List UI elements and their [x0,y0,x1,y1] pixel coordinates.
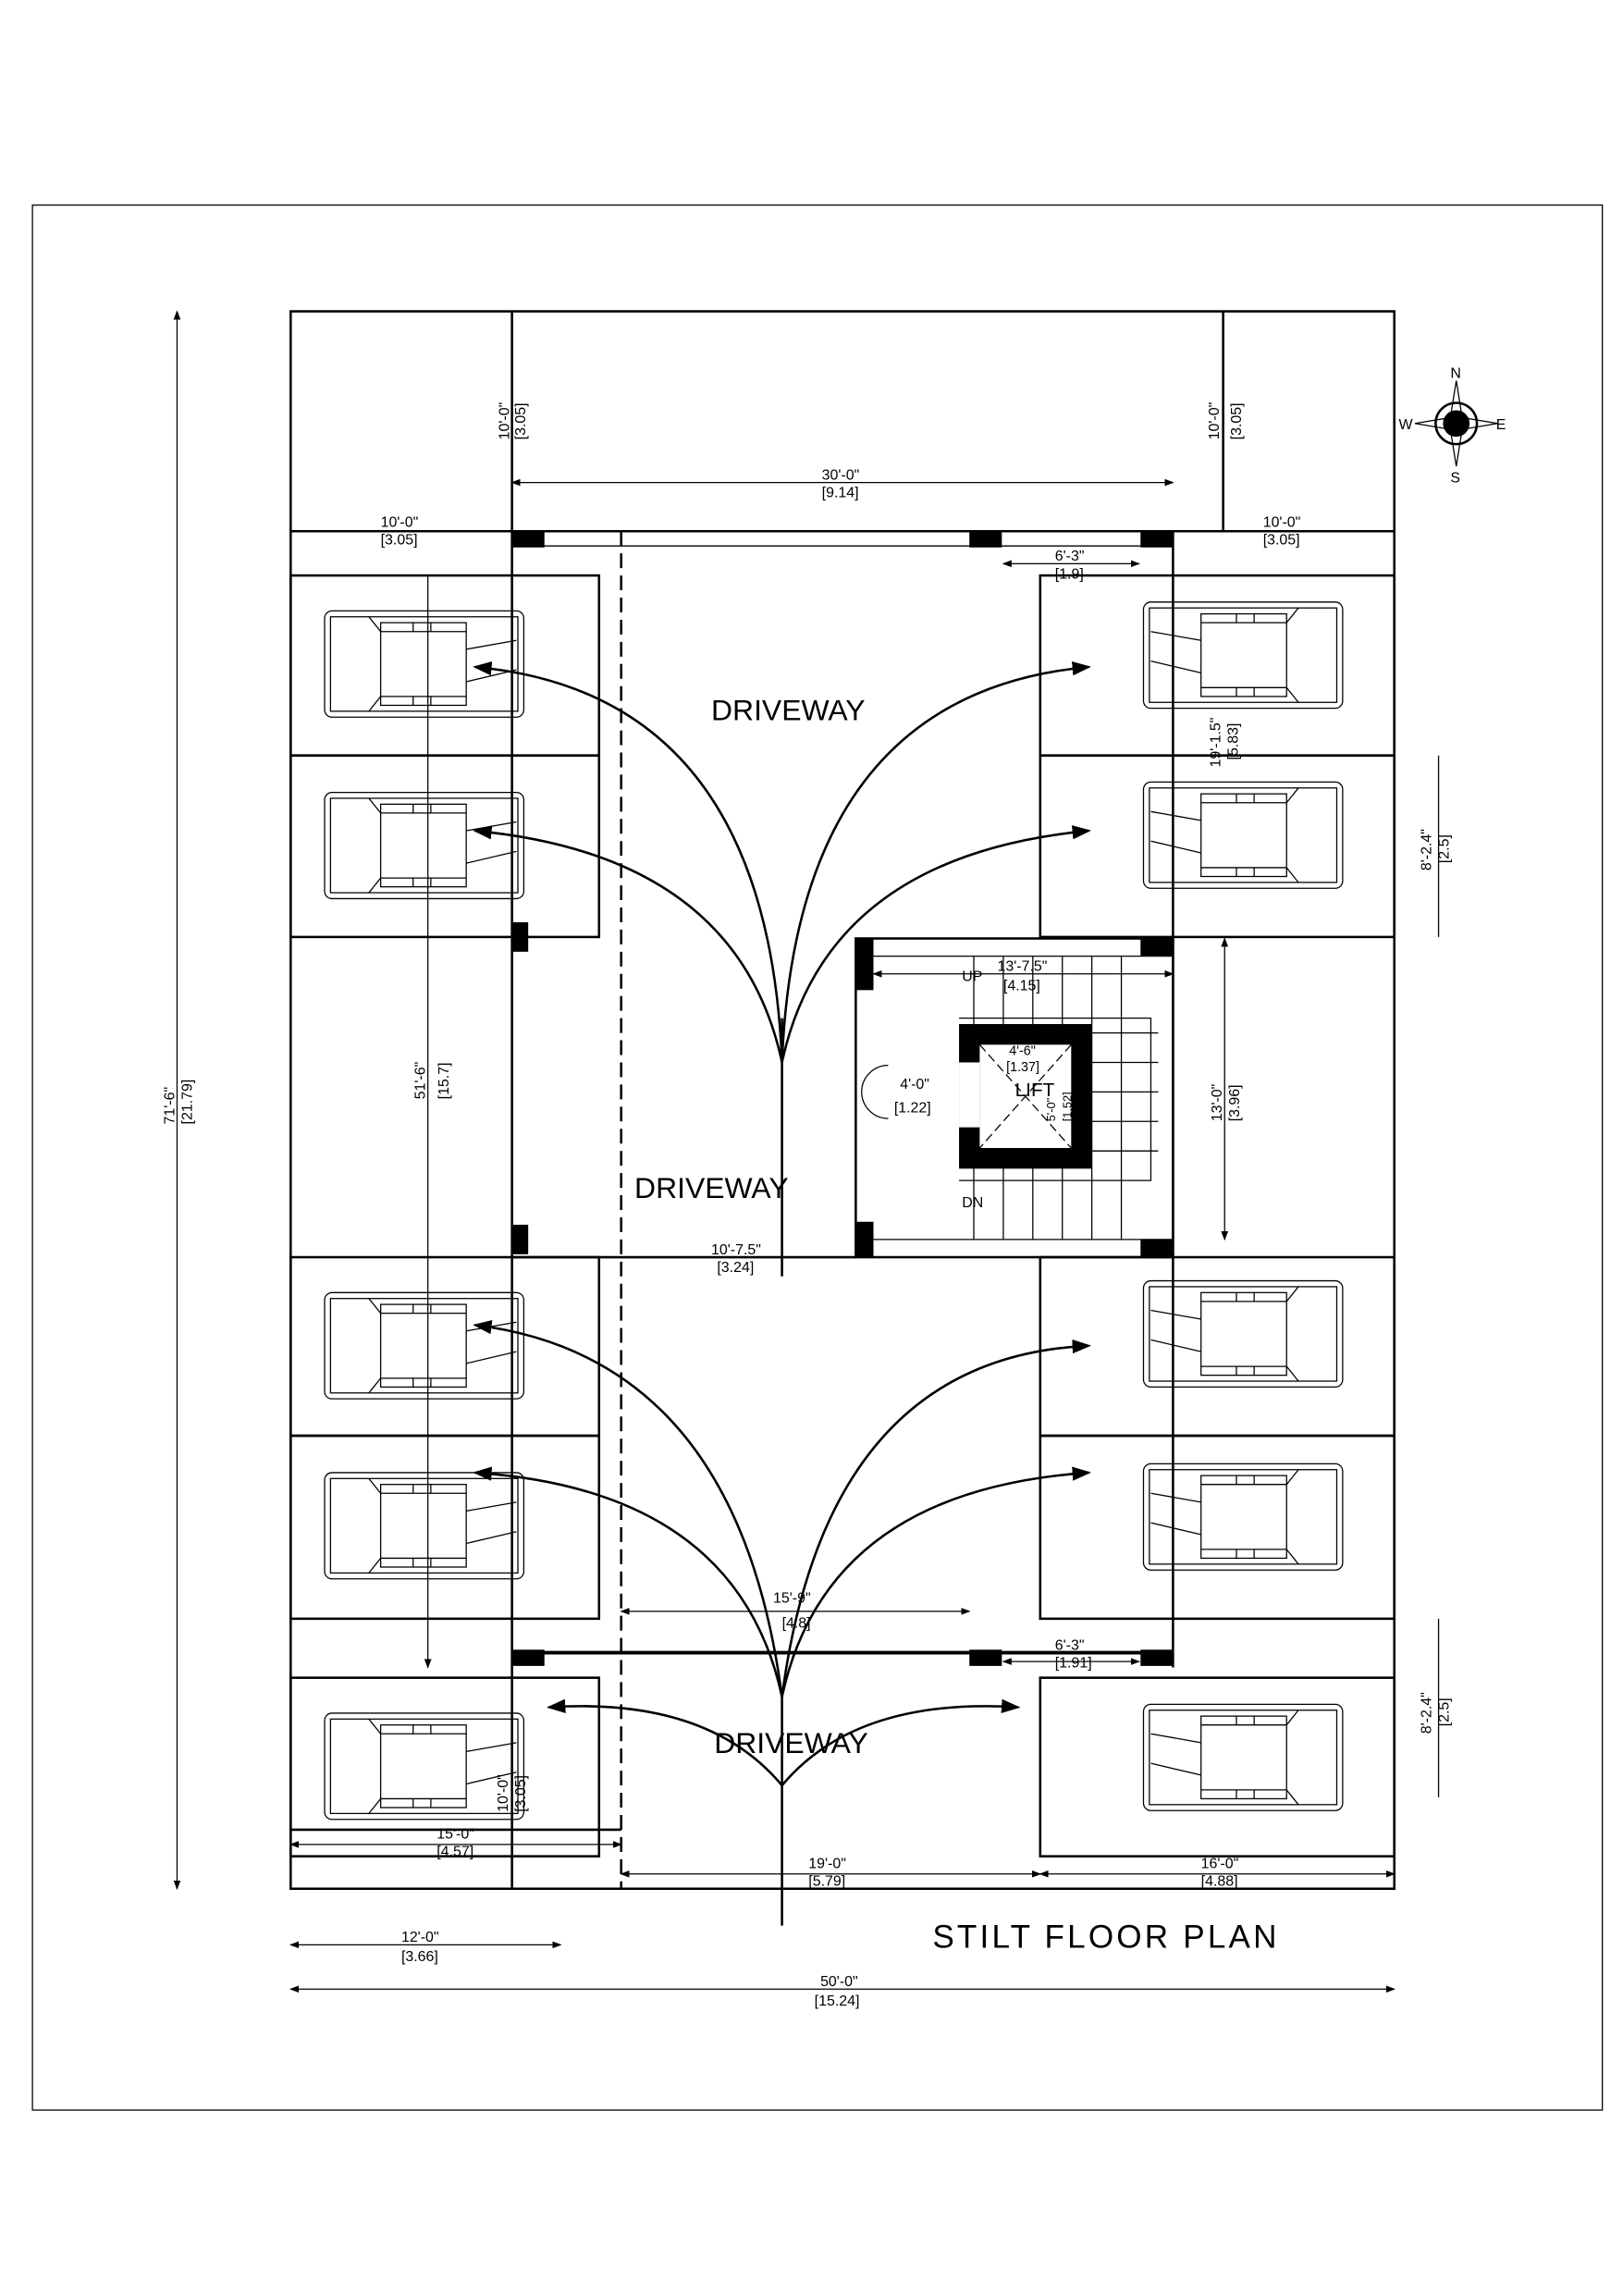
dim-left-bottom: 15'-0" [436,1827,474,1843]
dim-stair-height: 13'-0" [1210,1084,1225,1122]
dim-left-margin: 10'-0" [381,514,419,530]
dim-scale-bar-metric: [3.66] [401,1949,438,1965]
lift-label: LIFT [1015,1080,1055,1101]
compass-w: W [1398,417,1412,433]
car-icon [324,1712,525,1821]
dim-stair-height-metric: [3.96] [1227,1084,1243,1121]
dim-door-width-metric: [1.22] [894,1101,931,1117]
dim-front-right: 10'-0" [1207,402,1223,440]
plan-title: STILT FLOOR PLAN [932,1920,1279,1956]
compass-n: N [1450,365,1461,381]
dim-top-opening: 6'-3" [1055,549,1085,564]
dim-bottom-opening-metric: [1.91] [1055,1655,1092,1671]
dim-bay-width-1-metric: [2.5] [1437,834,1453,863]
dim-driveway-mid: 10'-7.5" [711,1242,761,1258]
dim-right-margin: 10'-0" [1263,514,1301,530]
plan-outline [289,310,1396,1891]
dimension-lines: 71'-6" [21.79] 51'-6" [15.7] 10'-0" [3.0… [162,310,1453,2009]
dim-scale-bar: 12'-0" [401,1930,439,1945]
dim-left-margin-metric: [3.05] [381,533,418,549]
dim-lift-width: 4'-6" [1009,1044,1036,1059]
dim-driveway-bottom-metric: [4.8] [782,1615,811,1631]
driveway-label-top: DRIVEWAY [711,693,866,726]
dim-stair-width: 13'-7.5" [998,959,1048,975]
dim-bay-width-2: 8'-2.4" [1420,1692,1435,1734]
right-parking-bays [1039,574,1396,1858]
dim-overall-width: 50'-0" [820,1974,858,1990]
dim-overall-depth-metric: [21.79] [179,1080,195,1125]
dim-right-bottom-metric: [4.88] [1201,1874,1238,1890]
dim-driveway-bottom: 15'-9" [773,1590,811,1606]
dim-left-bay-length: 10'-0" [496,1774,511,1812]
compass-e: E [1496,417,1506,433]
sheet-border [31,204,1604,2111]
car-icon [324,1291,525,1400]
dim-left-bottom-metric: [4.57] [436,1845,473,1860]
dim-bay-width-1: 8'-2.4" [1420,829,1435,870]
dim-lift-depth-metric: [1.52] [1060,1092,1074,1121]
car-icon [324,1472,525,1580]
dim-front-right-metric: [3.05] [1229,402,1245,439]
car-icon [1142,1703,1344,1811]
car-icons [324,601,1344,1821]
dim-overall-depth: 71'-6" [162,1087,178,1125]
left-parking-bays [289,574,621,1858]
car-icon [324,610,525,718]
dim-stair-width-metric: [4.15] [1003,978,1040,994]
compass-s: S [1450,471,1460,487]
dim-right-bay-depth-metric: [5.83] [1226,723,1242,760]
dim-door-width: 4'-0" [900,1077,929,1092]
dim-inner-depth-metric: [15.7] [436,1062,452,1099]
dim-inner-depth: 51'-6" [412,1062,428,1100]
dim-driveway-mid-metric: [3.24] [717,1260,754,1276]
dim-lift-width-metric: [1.37] [1006,1060,1039,1075]
dim-right-bay-depth: 19'-1.5" [1208,718,1223,768]
dim-front-left: 10'-0" [497,402,512,440]
dn-label: DN [962,1195,983,1211]
columns [511,531,1174,1666]
driveway-label-mid: DRIVEWAY [634,1171,789,1204]
dim-left-bay-length-metric: [3.05] [513,1775,529,1812]
entry-door [861,1065,889,1119]
dim-top-opening-metric: [1.9] [1055,566,1084,582]
driveway-label-bottom: DRIVEWAY [714,1726,868,1759]
dim-bay-width-2-metric: [2.5] [1437,1697,1453,1726]
dim-front-width-metric: [9.14] [822,486,859,501]
labels: DRIVEWAY DRIVEWAY DRIVEWAY LIFT UP DN ST… [634,693,1279,1956]
dim-overall-width-metric: [15.24] [815,1994,860,2009]
stair-lift-core [855,937,1174,1259]
lift-shaft [959,1024,1092,1169]
dim-front-left-metric: [3.05] [513,402,529,439]
dim-mid-bottom: 19'-0" [808,1856,846,1871]
up-label: UP [962,969,982,985]
compass-rose: N S E W [1398,365,1506,486]
car-icon [324,791,525,900]
dim-right-bottom: 16'-0" [1201,1856,1239,1871]
dim-mid-bottom-metric: [5.79] [808,1874,845,1890]
dim-right-margin-metric: [3.05] [1263,533,1300,549]
dim-bottom-opening: 6'-3" [1055,1637,1085,1653]
dim-front-width: 30'-0" [822,467,860,483]
dim-lift-depth: 5'-0" [1044,1098,1058,1121]
